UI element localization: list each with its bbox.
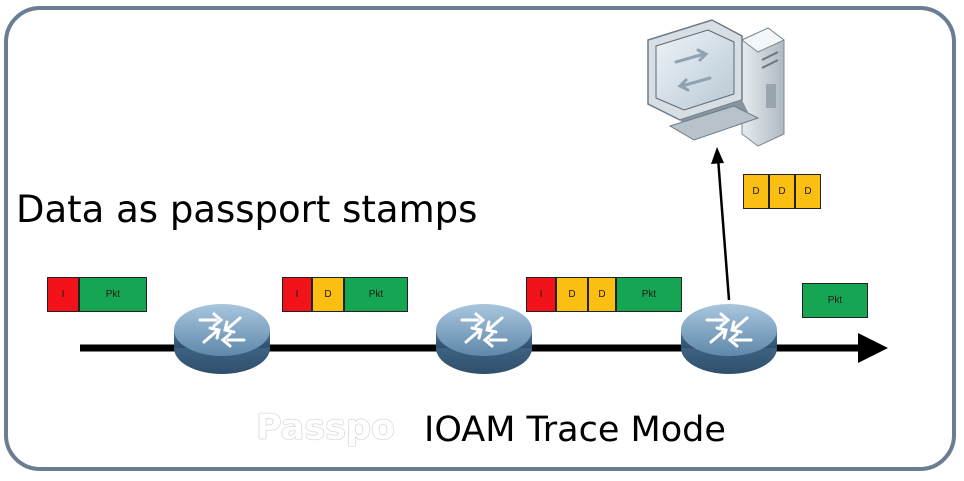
- trace-mode-label: IOAM Trace Mode: [424, 410, 726, 450]
- diagram-frame: [4, 6, 956, 471]
- insert-cell: I: [282, 277, 312, 312]
- router-icon: [681, 304, 777, 374]
- insert-cell: I: [47, 277, 79, 312]
- router-icon: [174, 304, 270, 374]
- packet-payload-cell: Pkt: [802, 283, 868, 318]
- data-stamp-cell: D: [769, 174, 795, 209]
- diagram-caption: Data as passport stamps: [16, 188, 478, 231]
- insert-cell: I: [526, 277, 556, 312]
- passport-label: Passport: [256, 408, 396, 448]
- data-stamp-cell: D: [556, 277, 588, 312]
- export-arrowhead: [711, 147, 724, 164]
- data-stamp-cell: D: [795, 174, 821, 209]
- flow-arrowhead: [858, 333, 888, 363]
- data-stamp-cell: D: [743, 174, 769, 209]
- packet-payload-cell: Pkt: [79, 277, 147, 312]
- packet-egress: Pkt: [802, 283, 868, 318]
- router-icon: [436, 304, 532, 374]
- computer-icon: [647, 19, 785, 147]
- packet-payload-cell: Pkt: [616, 277, 682, 312]
- packet-payload-cell: Pkt: [344, 277, 408, 312]
- data-stamp-cell: D: [312, 277, 344, 312]
- data-stamp-cell: D: [588, 277, 616, 312]
- export-arrow-line: [716, 157, 731, 301]
